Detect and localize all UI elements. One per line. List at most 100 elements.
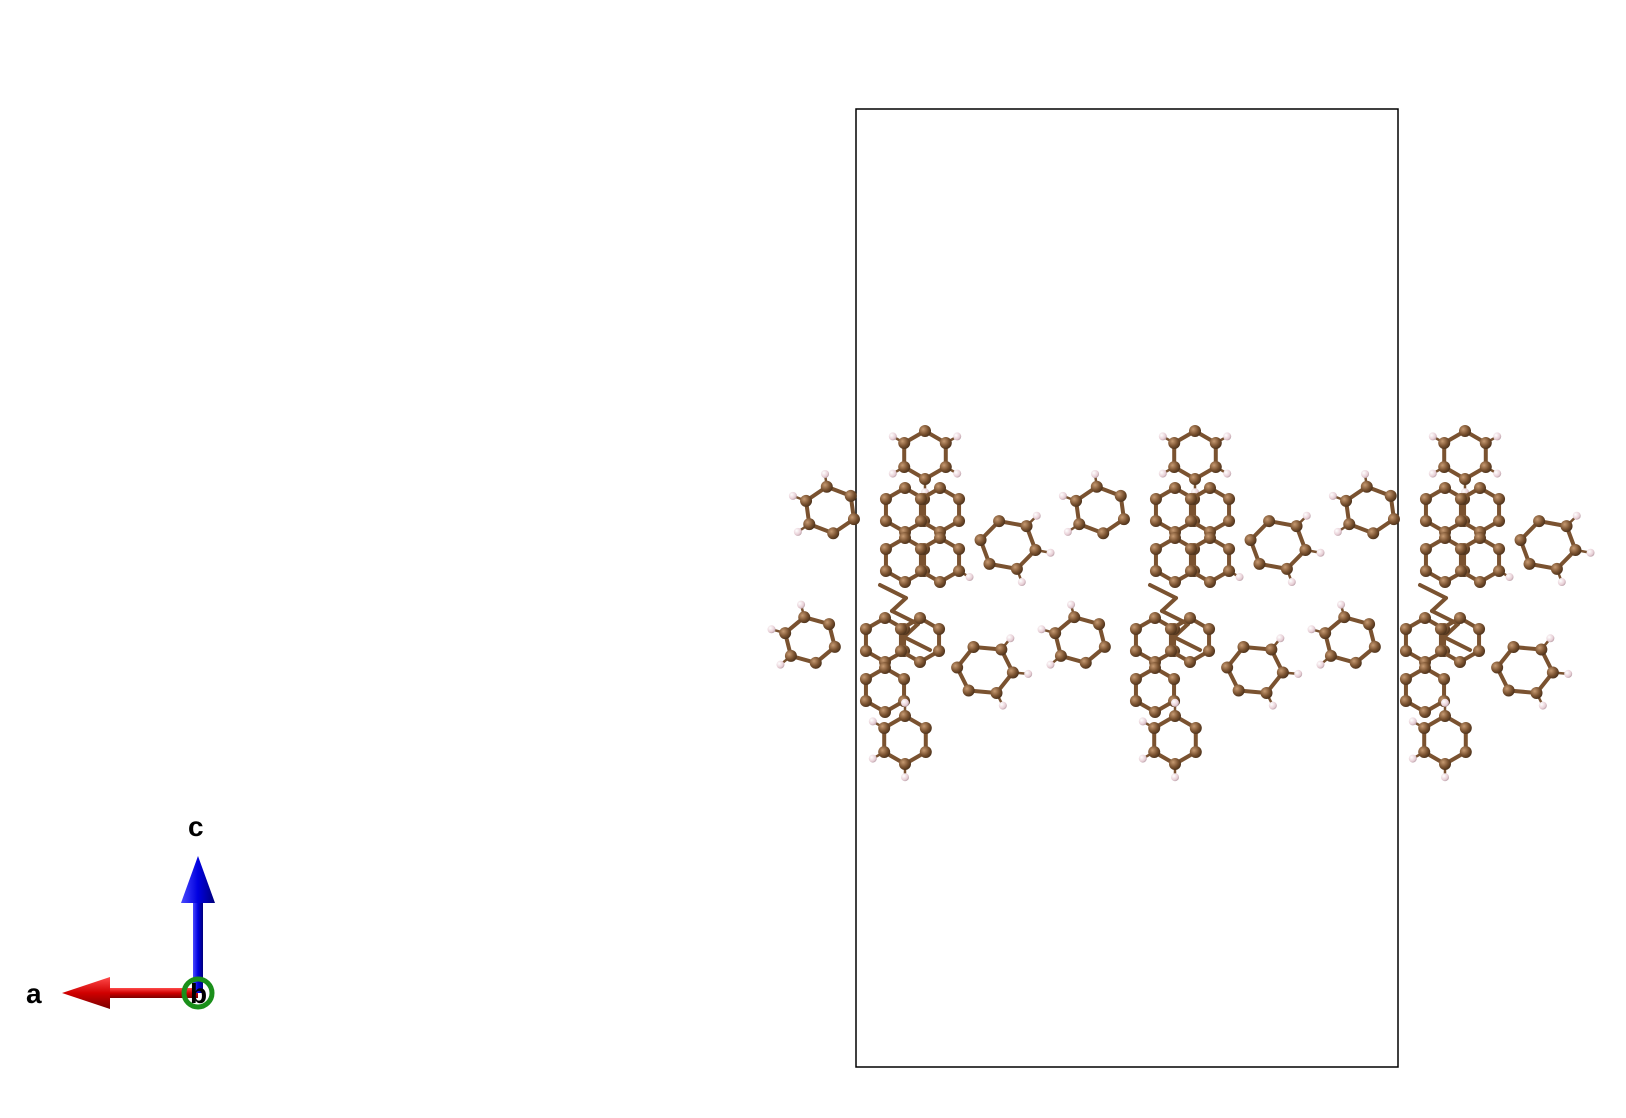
carbon-atom[interactable] xyxy=(1438,437,1451,449)
carbon-atom[interactable] xyxy=(1149,706,1161,718)
carbon-atom[interactable] xyxy=(859,673,872,685)
carbon-atom[interactable] xyxy=(1223,515,1236,527)
carbon-atom[interactable] xyxy=(1068,611,1081,624)
carbon-atom[interactable] xyxy=(1097,527,1110,540)
carbon-atom[interactable] xyxy=(1148,746,1161,758)
carbon-atom[interactable] xyxy=(1079,656,1092,669)
carbon-atom[interactable] xyxy=(914,543,927,555)
carbon-atom[interactable] xyxy=(933,623,946,635)
carbon-atom[interactable] xyxy=(899,758,911,770)
carbon-atom[interactable] xyxy=(1006,666,1019,679)
carbon-atom[interactable] xyxy=(1493,565,1506,577)
carbon-atom[interactable] xyxy=(1474,482,1486,494)
carbon-atom[interactable] xyxy=(1419,706,1431,718)
hydrogen-atom[interactable] xyxy=(1557,578,1566,587)
carbon-atom[interactable] xyxy=(1223,493,1236,505)
carbon-atom[interactable] xyxy=(1049,627,1062,640)
carbon-atom[interactable] xyxy=(1533,515,1546,528)
carbon-atom[interactable] xyxy=(1149,612,1161,624)
hydrogen-atom[interactable] xyxy=(1493,432,1502,441)
carbon-atom[interactable] xyxy=(1363,618,1376,631)
carbon-atom[interactable] xyxy=(1560,520,1573,533)
carbon-atom[interactable] xyxy=(914,656,926,668)
hydrogen-atom[interactable] xyxy=(1138,754,1147,763)
carbon-atom[interactable] xyxy=(919,722,932,734)
carbon-atom[interactable] xyxy=(1184,656,1196,668)
carbon-atom[interactable] xyxy=(983,557,996,570)
carbon-atom[interactable] xyxy=(1474,532,1486,544)
carbon-atom[interactable] xyxy=(879,565,892,577)
hydrogen-atom[interactable] xyxy=(1138,717,1147,726)
hydrogen-atom[interactable] xyxy=(1046,548,1055,557)
carbon-atom[interactable] xyxy=(1360,480,1373,493)
carbon-atom[interactable] xyxy=(1276,666,1289,679)
hydrogen-atom[interactable] xyxy=(1223,432,1232,441)
carbon-atom[interactable] xyxy=(1399,673,1412,685)
carbon-atom[interactable] xyxy=(1514,533,1527,546)
hydrogen-atom[interactable] xyxy=(1428,432,1437,441)
carbon-atom[interactable] xyxy=(1439,710,1451,722)
hydrogen-atom[interactable] xyxy=(1158,432,1167,441)
hydrogen-atom[interactable] xyxy=(1333,527,1342,536)
carbon-atom[interactable] xyxy=(1290,520,1303,533)
hydrogen-atom[interactable] xyxy=(901,698,909,707)
carbon-atom[interactable] xyxy=(1149,543,1162,555)
carbon-atom[interactable] xyxy=(1439,576,1451,588)
carbon-atom[interactable] xyxy=(798,611,811,624)
carbon-atom[interactable] xyxy=(951,661,964,674)
carbon-atom[interactable] xyxy=(1093,618,1106,631)
carbon-atom[interactable] xyxy=(1189,425,1201,437)
hydrogen-atom[interactable] xyxy=(1307,625,1316,634)
carbon-atom[interactable] xyxy=(1523,557,1536,570)
carbon-atom[interactable] xyxy=(827,527,840,540)
carbon-atom[interactable] xyxy=(1203,645,1216,657)
hydrogen-atom[interactable] xyxy=(1408,717,1417,726)
carbon-atom[interactable] xyxy=(1479,461,1492,473)
carbon-atom[interactable] xyxy=(1280,562,1293,575)
carbon-atom[interactable] xyxy=(1319,627,1332,640)
carbon-atom[interactable] xyxy=(1253,557,1266,570)
carbon-atom[interactable] xyxy=(1502,684,1515,697)
hydrogen-atom[interactable] xyxy=(953,432,962,441)
carbon-atom[interactable] xyxy=(1493,493,1506,505)
carbon-atom[interactable] xyxy=(823,618,836,631)
hydrogen-atom[interactable] xyxy=(1316,660,1325,669)
hydrogen-atom[interactable] xyxy=(788,491,797,500)
carbon-atom[interactable] xyxy=(1434,623,1447,635)
carbon-atom[interactable] xyxy=(962,684,975,697)
carbon-atom[interactable] xyxy=(934,532,946,544)
carbon-atom[interactable] xyxy=(898,673,911,685)
carbon-atom[interactable] xyxy=(953,493,966,505)
carbon-atom[interactable] xyxy=(995,643,1008,656)
carbon-atom[interactable] xyxy=(1164,645,1177,657)
carbon-atom[interactable] xyxy=(879,612,891,624)
carbon-atom[interactable] xyxy=(1387,513,1400,526)
carbon-atom[interactable] xyxy=(939,461,952,473)
carbon-atom[interactable] xyxy=(1439,482,1451,494)
hydrogen-atom[interactable] xyxy=(1408,754,1417,763)
carbon-atom[interactable] xyxy=(1454,543,1467,555)
carbon-atom[interactable] xyxy=(878,746,891,758)
hydrogen-atom[interactable] xyxy=(776,660,785,669)
carbon-atom[interactable] xyxy=(1184,493,1197,505)
carbon-atom[interactable] xyxy=(919,473,931,485)
molecular-structure[interactable] xyxy=(767,425,1595,782)
carbon-atom[interactable] xyxy=(1340,494,1353,507)
carbon-atom[interactable] xyxy=(844,489,857,502)
carbon-atom[interactable] xyxy=(1204,482,1216,494)
carbon-atom[interactable] xyxy=(847,513,860,526)
carbon-atom[interactable] xyxy=(1168,461,1181,473)
carbon-atom[interactable] xyxy=(1473,645,1486,657)
hydrogen-atom[interactable] xyxy=(1361,470,1370,479)
hydrogen-atom[interactable] xyxy=(1091,470,1100,479)
hydrogen-atom[interactable] xyxy=(868,754,877,763)
carbon-atom[interactable] xyxy=(879,706,891,718)
carbon-atom[interactable] xyxy=(1507,641,1520,654)
carbon-atom[interactable] xyxy=(1169,532,1181,544)
hydrogen-atom[interactable] xyxy=(1564,669,1573,678)
carbon-atom[interactable] xyxy=(1189,473,1201,485)
hydrogen-atom[interactable] xyxy=(953,469,962,478)
carbon-atom[interactable] xyxy=(1454,656,1466,668)
carbon-atom[interactable] xyxy=(899,532,911,544)
carbon-atom[interactable] xyxy=(784,649,797,662)
